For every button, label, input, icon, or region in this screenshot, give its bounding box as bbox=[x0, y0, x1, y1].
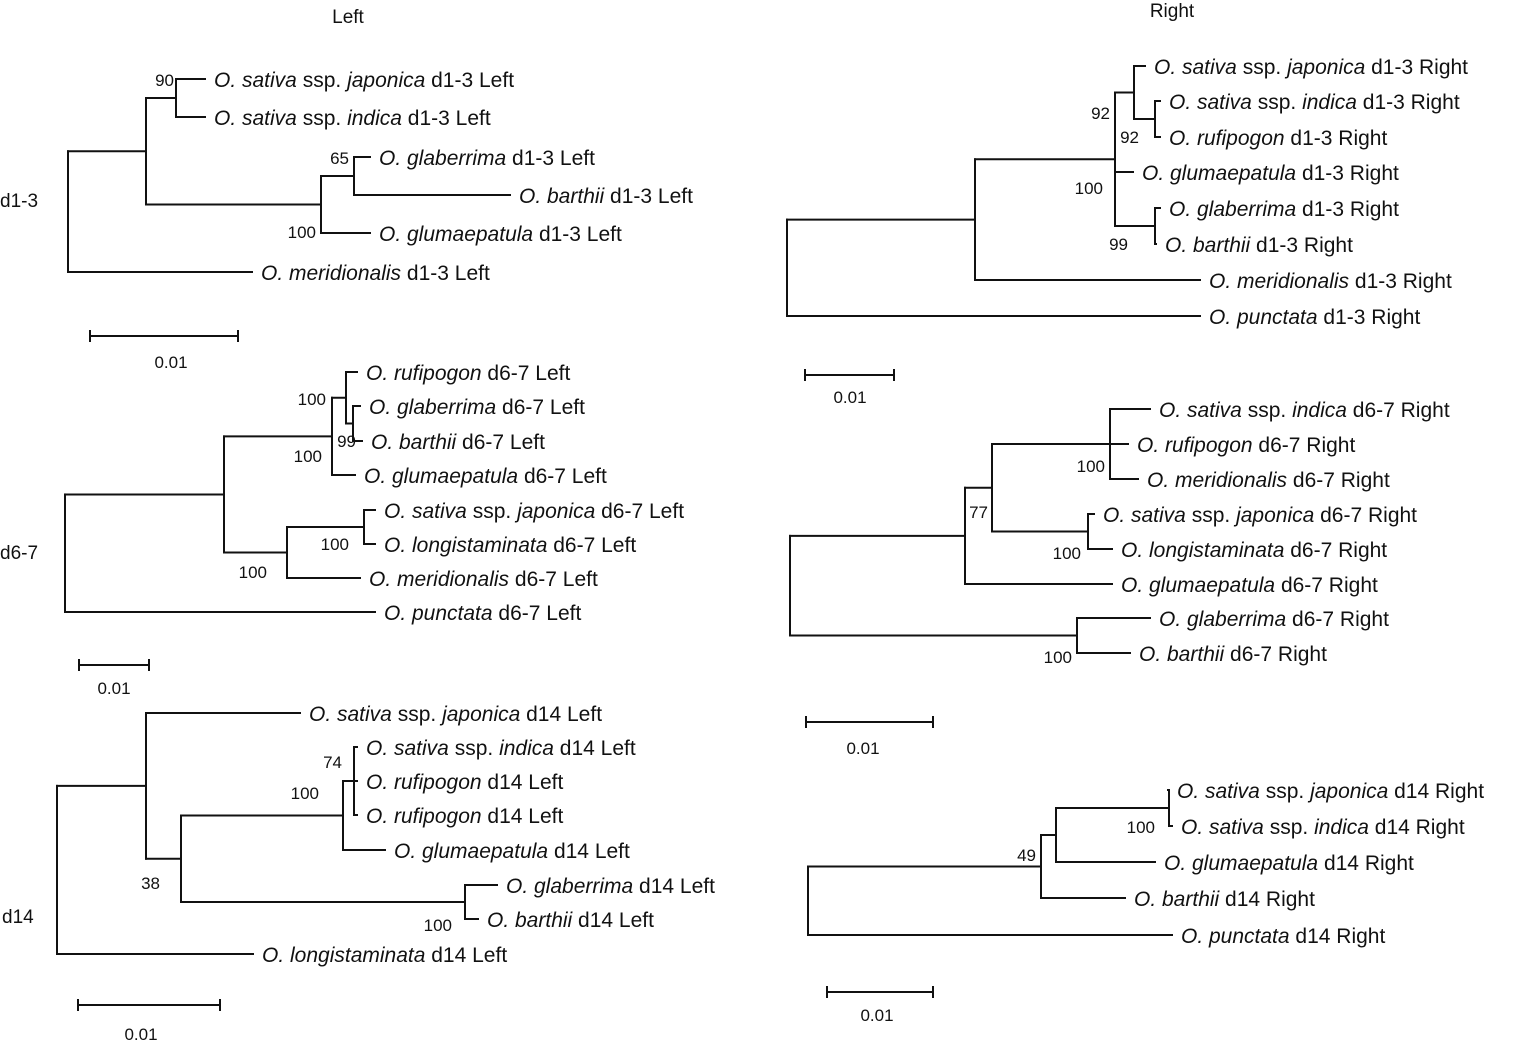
region-label: d1-3 bbox=[0, 191, 38, 212]
taxon-label: O. glaberrima d14 Left bbox=[506, 875, 715, 898]
taxon-label: O. barthii d6-7 Right bbox=[1139, 643, 1327, 666]
tree-d1-3-right: O. sativa ssp. japonica d1-3 Right O. sat… bbox=[786, 56, 1468, 407]
taxon-label: O. meridionalis d6-7 Left bbox=[369, 568, 598, 591]
taxon-label: O. glaberrima d1-3 Left bbox=[379, 147, 595, 170]
taxon-label: O. glumaepatula d6-7 Left bbox=[364, 465, 607, 488]
bootstrap-value: 99 bbox=[1109, 235, 1128, 254]
bootstrap-value: 100 bbox=[291, 784, 319, 803]
bootstrap-value: 49 bbox=[1017, 846, 1036, 865]
taxon-label: O. barthii d1-3 Right bbox=[1165, 234, 1353, 257]
bootstrap-value: 65 bbox=[330, 149, 349, 168]
taxon-label: O. punctata d1-3 Right bbox=[1209, 306, 1420, 329]
tree-d14-left: O. sativa ssp. japonica d14 Left O. sativ… bbox=[2, 703, 715, 1044]
region-label: d14 bbox=[2, 907, 34, 928]
taxon-label: O. meridionalis d1-3 Left bbox=[261, 262, 490, 285]
taxon-label: O. rufipogon d14 Left bbox=[366, 805, 563, 828]
trees-layer: O. sativa ssp. japonica d1-3 Left O. sati… bbox=[0, 56, 1484, 1044]
tree-d14-right: O. sativa ssp. japonica d14 Right O. sati… bbox=[807, 780, 1484, 1025]
taxon-label: O. glaberrima d1-3 Right bbox=[1169, 198, 1399, 221]
bootstrap-value: 38 bbox=[141, 874, 160, 893]
region-label: d6-7 bbox=[0, 543, 38, 564]
bootstrap-value: 92 bbox=[1091, 104, 1110, 123]
taxon-label: O. rufipogon d6-7 Right bbox=[1137, 434, 1355, 457]
bootstrap-value: 100 bbox=[288, 223, 316, 242]
taxon-label: O. glumaepatula d14 Left bbox=[394, 840, 630, 863]
bootstrap-value: 100 bbox=[321, 535, 349, 554]
taxon-label: O. sativa ssp. japonica d6-7 Left bbox=[384, 500, 684, 523]
taxon-label: O. glaberrima d6-7 Left bbox=[369, 396, 585, 419]
right-column-title: Right bbox=[1150, 1, 1195, 22]
scale-bar-label: 0.01 bbox=[97, 679, 130, 698]
taxon-label: O. glumaepatula d14 Right bbox=[1164, 852, 1414, 875]
bootstrap-value: 100 bbox=[298, 390, 326, 409]
tree-d6-7-right: O. sativa ssp. indica d6-7 Right O. rufip… bbox=[789, 399, 1450, 758]
taxon-label: O. sativa ssp. indica d1-3 Left bbox=[214, 107, 491, 130]
scale-bar-label: 0.01 bbox=[124, 1025, 157, 1044]
taxon-label: O. barthii d6-7 Left bbox=[371, 431, 545, 454]
taxon-label: O. glaberrima d6-7 Right bbox=[1159, 608, 1389, 631]
taxon-label: O. sativa ssp. japonica d1-3 Left bbox=[214, 69, 514, 92]
bootstrap-value: 90 bbox=[155, 71, 174, 90]
taxon-label: O. sativa ssp. indica d1-3 Right bbox=[1169, 91, 1460, 114]
taxon-label: O. sativa ssp. japonica d14 Right bbox=[1177, 780, 1484, 803]
taxon-label: O. rufipogon d6-7 Left bbox=[366, 362, 570, 385]
bootstrap-value: 77 bbox=[969, 503, 988, 522]
tree-d1-3-left: O. sativa ssp. japonica d1-3 Left O. sati… bbox=[0, 69, 693, 372]
taxon-label: O. punctata d14 Right bbox=[1181, 925, 1385, 948]
bootstrap-value: 92 bbox=[1120, 128, 1139, 147]
taxon-label: O. sativa ssp. indica d14 Right bbox=[1181, 816, 1465, 839]
taxon-label: O. longistaminata d6-7 Left bbox=[384, 534, 636, 557]
taxon-label: O. sativa ssp. japonica d1-3 Right bbox=[1154, 56, 1468, 79]
taxon-label: O. rufipogon d1-3 Right bbox=[1169, 127, 1387, 150]
taxon-label: O. sativa ssp. indica d14 Left bbox=[366, 737, 636, 760]
scale-bar: 0.01 bbox=[77, 999, 221, 1044]
bootstrap-value: 74 bbox=[323, 753, 342, 772]
scale-bar-label: 0.01 bbox=[833, 388, 866, 407]
bootstrap-value: 100 bbox=[424, 916, 452, 935]
taxon-label: O. barthii d14 Right bbox=[1134, 888, 1315, 911]
scale-bar: 0.01 bbox=[826, 986, 934, 1025]
taxon-label: O. glumaepatula d6-7 Right bbox=[1121, 574, 1378, 597]
taxon-label: O. sativa ssp. japonica d14 Left bbox=[309, 703, 602, 726]
bootstrap-value: 100 bbox=[1077, 457, 1105, 476]
taxon-label: O. glumaepatula d1-3 Right bbox=[1142, 162, 1399, 185]
bootstrap-value: 100 bbox=[294, 447, 322, 466]
bootstrap-value: 100 bbox=[239, 563, 267, 582]
taxon-label: O. meridionalis d1-3 Right bbox=[1209, 270, 1452, 293]
bootstrap-value: 100 bbox=[1127, 818, 1155, 837]
scale-bar: 0.01 bbox=[804, 369, 895, 407]
taxon-label: O. punctata d6-7 Left bbox=[384, 602, 581, 625]
taxon-label: O. glumaepatula d1-3 Left bbox=[379, 223, 622, 246]
scale-bar-label: 0.01 bbox=[846, 739, 879, 758]
bootstrap-value: 100 bbox=[1044, 648, 1072, 667]
tree-d6-7-left: O. rufipogon d6-7 Left O. glaberrima d6-7… bbox=[0, 362, 684, 698]
scale-bar-label: 0.01 bbox=[860, 1006, 893, 1025]
bootstrap-value: 100 bbox=[1053, 544, 1081, 563]
taxon-label: O. longistaminata d14 Left bbox=[262, 944, 507, 967]
taxon-label: O. sativa ssp. japonica d6-7 Right bbox=[1103, 504, 1417, 527]
taxon-label: O. longistaminata d6-7 Right bbox=[1121, 539, 1387, 562]
scale-bar-label: 0.01 bbox=[154, 353, 187, 372]
taxon-label: O. sativa ssp. indica d6-7 Right bbox=[1159, 399, 1450, 422]
scale-bar: 0.01 bbox=[78, 659, 150, 698]
scale-bar: 0.01 bbox=[89, 330, 239, 372]
taxon-label: O. meridionalis d6-7 Right bbox=[1147, 469, 1390, 492]
bootstrap-value: 99 bbox=[337, 432, 356, 451]
taxon-label: O. barthii d14 Left bbox=[487, 909, 654, 932]
taxon-label: O. rufipogon d14 Left bbox=[366, 771, 563, 794]
taxon-label: O. barthii d1-3 Left bbox=[519, 185, 693, 208]
bootstrap-value: 100 bbox=[1075, 179, 1103, 198]
scale-bar: 0.01 bbox=[805, 716, 934, 758]
left-column-title: Left bbox=[332, 7, 364, 28]
